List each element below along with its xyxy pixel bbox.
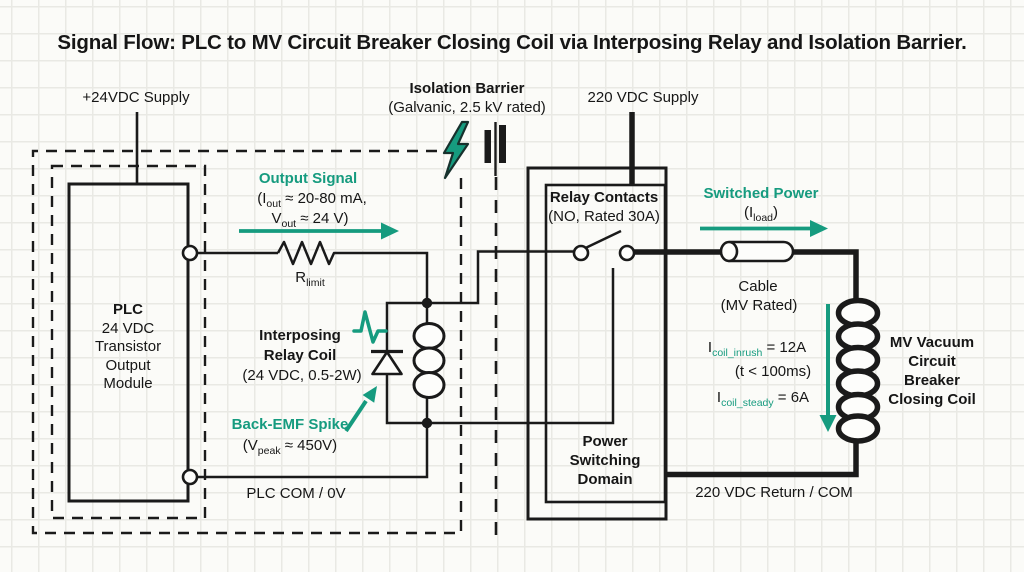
switched-power-current-line: (Iload) [743, 204, 779, 224]
power-domain-label-line3: Domain [577, 471, 633, 488]
output-signal-voltage-line: Vout ≈ 24 V) [271, 210, 349, 230]
isolation-barrier-title: Isolation Barrier [409, 80, 525, 97]
output-signal-title: Output Signal [258, 170, 358, 187]
plc-inner-dashed-box [50, 164, 207, 520]
plc-label-line1: PLC [113, 301, 143, 318]
interposing-relay-coil-symbol [412, 303, 446, 423]
interposing-relay-title-line1: Interposing [259, 327, 341, 344]
wire-coil-to-contact-jog [427, 250, 574, 305]
wire-switched-power [634, 249, 859, 301]
cable-symbol [719, 240, 795, 263]
output-signal-current-line: (Iout ≈ 20-80 mA, [257, 190, 367, 210]
mv-coil-label-line1: MV Vacuum [889, 334, 975, 351]
supply-24vdc-label: +24VDC Supply [82, 89, 190, 106]
relay-contacts-title: Relay Contacts [549, 189, 659, 206]
relay-switch-symbol [572, 229, 636, 262]
spike-pulse-icon [352, 310, 388, 344]
cable-label-line1: Cable [738, 278, 778, 295]
isolation-barrier-subtitle: (Galvanic, 2.5 kV rated) [388, 99, 546, 116]
plc-com-label: PLC COM / 0V [246, 485, 346, 502]
page-title: Signal Flow: PLC to MV Circuit Breaker C… [57, 31, 967, 54]
plc-module-box [67, 182, 190, 503]
relay-contacts-subtitle: (NO, Rated 30A) [548, 208, 660, 225]
interposing-relay-subtitle: (24 VDC, 0.5-2W) [242, 367, 362, 384]
plc-label-line4: Output [105, 357, 151, 374]
plc-com-terminal [181, 468, 199, 486]
mv-coil-label-line4: Closing Coil [888, 391, 976, 408]
backemf-arrow [344, 386, 377, 433]
junction-dot-bottom [421, 417, 433, 429]
power-domain-label-line2: Switching [569, 452, 641, 469]
steady-current-label: Icoil_steady = 6A [716, 389, 810, 409]
wire-220vdc-return [667, 439, 859, 478]
resistor-symbol [276, 240, 338, 266]
relay-contacts-box [544, 183, 667, 504]
coil-current-arrow [819, 304, 837, 432]
switched-power-title: Switched Power [703, 185, 819, 202]
switched-power-arrow [700, 220, 828, 237]
return-220vdc-label: 220 VDC Return / COM [695, 484, 853, 501]
backemf-value-line: (Vpeak ≈ 450V) [242, 437, 338, 457]
capacitor-bars-icon [484, 122, 506, 176]
lightning-bolt-icon [442, 120, 470, 180]
junction-dot-top [421, 297, 433, 309]
wire-plc-com [197, 423, 429, 479]
output-signal-arrow [239, 222, 399, 240]
power-domain-label-line1: Power [582, 433, 628, 450]
interposing-relay-title-line2: Relay Coil [263, 347, 337, 364]
resistor-label: Rlimit [295, 269, 325, 289]
mv-coil-label-line2: Circuit [908, 353, 956, 370]
supply-220vdc-label: 220 VDC Supply [587, 89, 699, 106]
backemf-title: Back-EMF Spike [231, 416, 349, 433]
inrush-time-label: (t < 100ms) [734, 363, 812, 380]
mv-closing-coil-symbol [835, 297, 881, 444]
wire-coil-bottom-to-relay [427, 268, 615, 425]
plc-output-terminal [181, 244, 199, 262]
mv-coil-label-line3: Breaker [904, 372, 960, 389]
inrush-current-label: Icoil_inrush = 12A [707, 339, 807, 359]
plc-label-line3: Transistor [94, 338, 162, 355]
plc-label-line5: Module [103, 375, 153, 392]
plc-label-line2: 24 VDC [101, 320, 155, 337]
flyback-diode [371, 301, 427, 425]
wire-plc-output [197, 251, 429, 303]
cable-label-line2: (MV Rated) [720, 297, 798, 314]
plc-outer-dashed-box [31, 149, 463, 535]
